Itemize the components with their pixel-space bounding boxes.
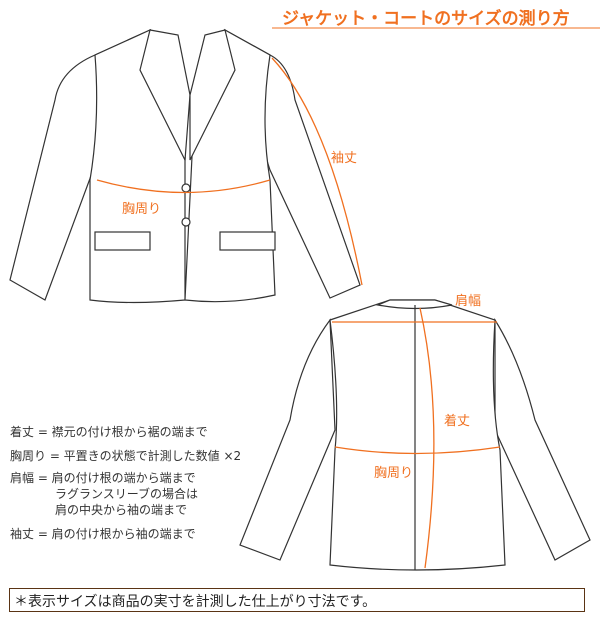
legend-shoulder: 肩幅 = 肩の付け根の端から端まで — [10, 471, 196, 485]
legend-chest: 胸周り = 平置きの状態で計測した数値 ×2 — [10, 449, 242, 463]
length-line — [419, 307, 435, 569]
size-note: ＊表示サイズは商品の実寸を計測した仕上がり寸法です。 — [9, 588, 585, 612]
sleeve-line — [271, 57, 363, 286]
legend-raglan-2: 肩の中央から袖の端まで — [55, 503, 188, 517]
page-title: ジャケット・コートのサイズの測り方 — [282, 9, 570, 29]
back-chest-line — [334, 446, 501, 455]
legend-sleeve: 袖丈 = 肩の付け根から袖の端まで — [10, 527, 196, 541]
sleeve-label: 袖丈 — [331, 151, 358, 166]
shoulder-label: 肩幅 — [455, 294, 482, 309]
front-jacket — [9, 28, 361, 304]
front-chest-label: 胸周り — [122, 202, 162, 217]
legend-length: 着丈 = 襟元の付け根から裾の端まで — [10, 425, 208, 439]
legend-raglan-1: ラグランスリーブの場合は — [55, 487, 199, 501]
front-chest-line — [96, 179, 271, 194]
back-chest-label: 胸周り — [374, 466, 414, 481]
length-label: 着丈 — [444, 414, 471, 429]
back-jacket — [239, 299, 591, 571]
